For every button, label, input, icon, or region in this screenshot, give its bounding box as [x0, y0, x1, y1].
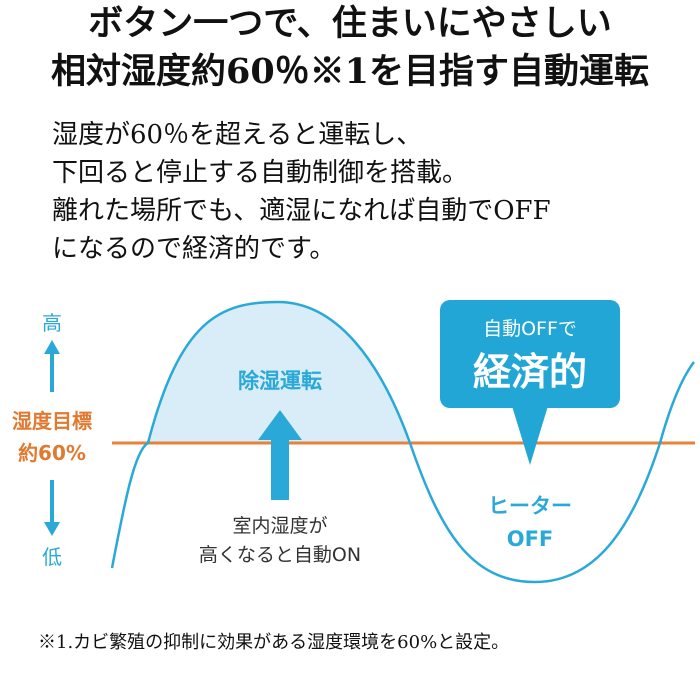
- callout-pointer: [512, 406, 548, 465]
- axis-down-arrow-icon: [44, 522, 60, 536]
- economy-callout: 自動OFFで 経済的: [440, 300, 620, 465]
- description-line-2: 下回ると停止する自動制御を搭載。: [52, 158, 469, 188]
- headline-line-1: ボタン一つで、住まいにやさしい: [88, 3, 612, 44]
- callout-box: [440, 300, 620, 408]
- description-line-3: 離れた場所でも、適湿になれば自動でOFF: [52, 196, 551, 226]
- target-label-2: 約60%: [18, 441, 86, 465]
- callout-big-text: 経済的: [473, 350, 587, 394]
- description-line-1: 湿度が60％を超えると運転し、: [52, 120, 423, 150]
- axis-up-arrow-icon: [44, 340, 60, 354]
- description: 湿度が60％を超えると運転し、 下回ると停止する自動制御を搭載。 離れた場所でも…: [52, 116, 551, 268]
- dehumidify-zone-fill: [148, 302, 410, 443]
- callout-small-text: 自動OFFで: [483, 318, 577, 340]
- axis-high-label: 高: [42, 311, 62, 335]
- rise-label-2: 高くなると自動ON: [199, 544, 361, 566]
- target-label-1: 湿度目標: [12, 409, 92, 433]
- heater-label-1: ヒーター: [488, 494, 572, 518]
- footnote: ※1.カビ繁殖の抑制に効果がある湿度環境を60%と設定。: [38, 632, 510, 653]
- rise-label-1: 室内湿度が: [232, 515, 327, 537]
- rise-up-arrow-icon: [258, 410, 302, 500]
- humidity-axis: [44, 340, 60, 536]
- headline-line-2: 相対湿度約60％※1を目指す自動運転: [50, 51, 650, 92]
- humidity-diagram: 高 低 湿度目標 約60% 除湿運転 室内湿度が 高くなると自動ON 自動OFF…: [12, 300, 695, 584]
- axis-low-label: 低: [42, 545, 62, 569]
- heater-label-2: OFF: [507, 527, 554, 551]
- description-line-4: になるので経済的です。: [52, 234, 336, 264]
- dehumidify-label: 除湿運転: [238, 369, 322, 393]
- humidity-curve: [110, 300, 695, 584]
